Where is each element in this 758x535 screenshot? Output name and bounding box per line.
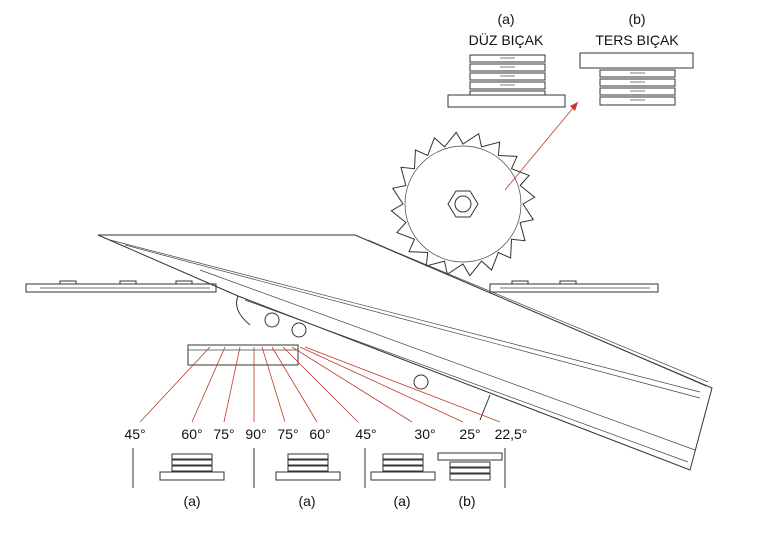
bottom-letters: (a) (a) (a) (b): [183, 493, 475, 509]
pivot-hole-1: [264, 312, 280, 328]
angle-label: 45°: [124, 426, 145, 442]
angle-label: 60°: [309, 426, 330, 442]
angle-line-45-right: [282, 346, 359, 423]
blade-stack-bottom-1: [159, 453, 225, 481]
blade-stack-bottom-3: [370, 453, 436, 481]
left-table-plate: [25, 280, 217, 293]
angle-line-22-5: [304, 346, 501, 423]
blade-stack-bottom-2: [275, 453, 341, 481]
bottom-letter: (b): [458, 493, 475, 509]
angle-line-60-left: [191, 346, 226, 423]
label-duz-bicak: DÜZ BIÇAK: [469, 31, 544, 48]
bottom-letter: (a): [393, 493, 410, 509]
angle-label: 45°: [355, 426, 376, 442]
angle-label: 60°: [181, 426, 202, 442]
angle-line-30: [291, 346, 413, 423]
blade-stack-reverse-top: [579, 52, 694, 106]
angle-label: 22,5°: [495, 426, 528, 442]
pointer-arrow: [504, 101, 579, 191]
saw-hub-nut: [447, 190, 479, 218]
pivot-hole-2: [291, 322, 307, 338]
label-b-top: (b): [628, 11, 645, 27]
angle-line-75-left: [223, 346, 241, 423]
angle-label: 90°: [245, 426, 266, 442]
label-ters-bicak: TERS BIÇAK: [595, 32, 679, 48]
angle-line-75-right: [261, 346, 286, 423]
circular-saw-blade: [390, 131, 536, 277]
angle-lines: [139, 346, 501, 423]
angle-labels: 45° 60° 75° 90° 75° 60° 45° 30° 25° 22,5…: [124, 426, 527, 442]
bottom-separators: [132, 448, 506, 488]
bottom-letter: (a): [183, 493, 200, 509]
angle-label: 30°: [414, 426, 435, 442]
angle-line-60-right: [271, 346, 318, 423]
blade-stack-straight-top: [447, 54, 566, 108]
angle-label: 25°: [459, 426, 480, 442]
pivot-hole-3: [413, 374, 429, 390]
blade-stack-bottom-4-reverse: [437, 452, 503, 481]
angle-base-bar: [187, 344, 299, 366]
angle-label: 75°: [277, 426, 298, 442]
angle-line-25: [299, 346, 464, 423]
inclined-guide-arm: [97, 234, 713, 471]
label-a-top: (a): [497, 11, 514, 27]
bottom-letter: (a): [298, 493, 315, 509]
right-table-plate: [489, 280, 659, 293]
angle-line-45-left: [139, 346, 211, 423]
angle-label: 75°: [213, 426, 234, 442]
